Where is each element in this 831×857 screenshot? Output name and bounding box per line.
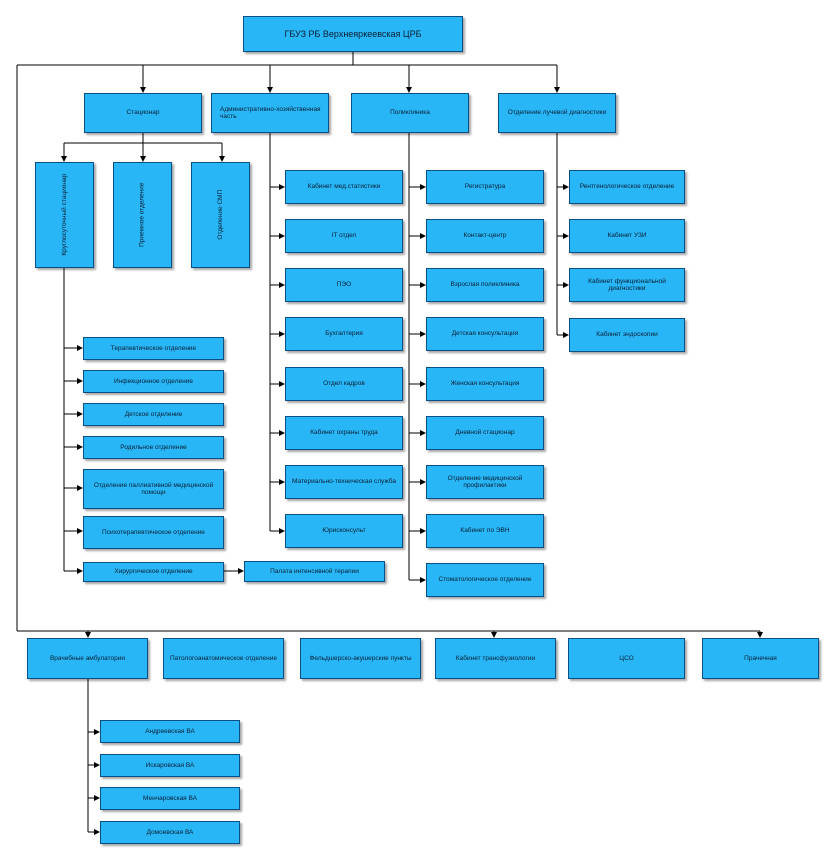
node-otdelenie-5: Психотерапевтическое отделение bbox=[83, 516, 224, 549]
node-poliklinika-item-1: Контакт-центр bbox=[426, 219, 544, 253]
node-aho-item-1: IT отдел bbox=[285, 219, 403, 253]
node-luchevaya-item-2: Кабинет функциональной диагностики bbox=[569, 268, 685, 302]
node-aho-item-0: Кабинет мед.статистики bbox=[285, 170, 403, 204]
node-poliklinika-item-5: Дневной стационар bbox=[426, 416, 544, 450]
node-otdelenie-6: Хирургическое отделение bbox=[83, 562, 224, 582]
node-ambulatoriya-0: Андреевская ВА bbox=[100, 720, 240, 743]
node-poliklinika-item-0: Регистратура bbox=[426, 170, 544, 204]
node-aho-item-6: Материально-техническая служба bbox=[285, 465, 403, 499]
node-aho-item-7: Юрисконсульт bbox=[285, 514, 403, 548]
node-otdelenie-1: Инфекционное отделение bbox=[83, 370, 224, 393]
node-aho-item-2: ПЭО bbox=[285, 268, 403, 302]
node-poliklinika-item-8: Стоматологическое отделение bbox=[426, 563, 544, 597]
node-poliklinika-item-3: Детская консультация bbox=[426, 317, 544, 351]
node-kruglosutochny: Круглосуточный стационар bbox=[35, 162, 94, 268]
node-poliklinika-item-6: Отделение медицинской профилактики bbox=[426, 465, 544, 499]
node-bottom-0: Врачебные амбулатории bbox=[27, 638, 148, 679]
node-luchevaya: Отделение лучевой диагностики bbox=[498, 93, 616, 133]
node-priemnoe: Приемное отделение bbox=[113, 162, 172, 268]
node-otdelenie-4: Отделение паллиативной медицинской помощ… bbox=[83, 469, 224, 509]
node-luchevaya-item-3: Кабинет эндоскопии bbox=[569, 318, 685, 352]
node-palata: Палата интенсивной терапии bbox=[244, 561, 385, 582]
node-ambulatoriya-3: Домоевская ВА bbox=[100, 821, 240, 844]
node-ambulatoriya-1: Искаровская ВА bbox=[100, 754, 240, 777]
node-luchevaya-item-0: Рентгенологическое отделение bbox=[569, 170, 685, 204]
node-otdelenie-0: Терапевтическое отделение bbox=[83, 337, 224, 360]
node-ambulatoriya-2: Менчаровская ВА bbox=[100, 787, 240, 810]
node-luchevaya-item-1: Кабинет УЗИ bbox=[569, 219, 685, 253]
node-poliklinika: Поликлиника bbox=[351, 93, 469, 133]
node-bottom-5: Прачечная bbox=[702, 638, 819, 679]
node-bottom-2: Фельдшерско-акушерские пункты bbox=[300, 638, 421, 679]
node-smp: Отделение СМП bbox=[191, 162, 250, 268]
node-aho-item-3: Бухгалтерия bbox=[285, 317, 403, 351]
node-aho-item-5: Кабинет охраны труда bbox=[285, 416, 403, 450]
node-otdelenie-3: Родильное отделение bbox=[83, 436, 224, 459]
node-bottom-3: Кабинет трансфузиологии bbox=[435, 638, 556, 679]
node-bottom-4: ЦСО bbox=[568, 638, 685, 679]
node-poliklinika-item-4: Женская консультация bbox=[426, 367, 544, 401]
node-otdelenie-2: Детское отделение bbox=[83, 403, 224, 426]
node-aho-item-4: Отдел кадров bbox=[285, 367, 403, 401]
node-poliklinika-item-7: Кабинет по ЭВН bbox=[426, 514, 544, 548]
node-aho: Административно-хозяйственная часть bbox=[211, 93, 329, 133]
node-bottom-1: Патологоанатомическое отделение bbox=[163, 638, 284, 679]
node-stacionar: Стационар bbox=[84, 93, 202, 133]
root-node: ГБУЗ РБ Верхнеяркеевская ЦРБ bbox=[243, 16, 463, 52]
node-poliklinika-item-2: Взрослая поликлиника bbox=[426, 268, 544, 302]
